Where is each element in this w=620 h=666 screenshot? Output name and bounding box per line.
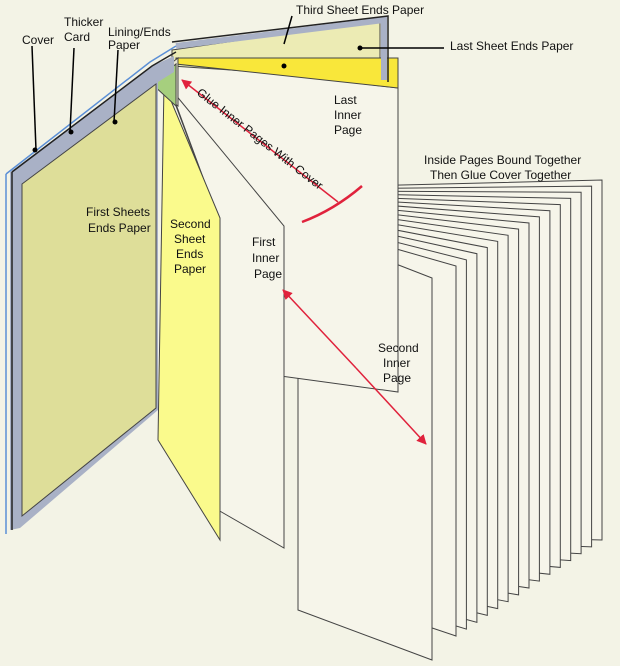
cover-edge-outer [5,45,177,175]
cover-dot [32,147,38,153]
second-inner-page-arrow-b [355,367,427,445]
card-dot [68,129,74,135]
label-first-sheets-2: Ends Paper [88,221,151,235]
label-last-sheet: Last Sheet Ends Paper [450,39,573,53]
third-sheet-dot [281,63,287,69]
label-second-sheet-1: Second [170,217,211,231]
third-sheet-leader [283,15,293,45]
label-second-sheet-3: Ends [176,247,203,261]
second-inner-page-arrow-a [282,289,357,369]
label-first-inner-2: Inner [252,251,279,265]
label-lining-2: Paper [108,38,140,52]
label-second-inner-3: Page [383,371,411,385]
label-second-inner-1: Second [378,341,419,355]
label-third-sheet: Third Sheet Ends Paper [296,3,424,17]
label-second-sheet-2: Sheet [174,232,206,246]
last-sheet-dot [357,45,363,51]
second-sheet-endpaper [157,83,221,542]
back-cover-edge [171,15,389,82]
lining-leader [113,49,119,123]
label-cover: Cover [22,33,54,47]
label-thicker-1: Thicker [64,15,103,29]
label-thicker-2: Card [64,30,90,44]
first-sheets-endpaper [21,83,157,518]
label-first-inner-1: First [252,235,276,249]
thicker-card-leader [69,47,75,133]
label-first-inner-3: Page [254,267,282,281]
label-last-inner-2: Inner [334,108,361,122]
label-first-sheets-1: First Sheets [86,205,150,219]
label-second-sheet-4: Paper [174,262,206,276]
label-inside-pages-1: Inside Pages Bound Together [424,153,581,167]
cover-edge-dark [11,51,177,173]
label-inside-pages-2: Then Glue Cover Together [430,168,571,182]
label-last-inner-3: Page [334,123,362,137]
label-second-inner-2: Inner [383,356,410,370]
label-lining-1: Lining/Ends [108,25,171,39]
cover-leader [31,45,37,151]
glue-arrow [181,79,339,203]
glue-arc [301,185,363,224]
label-last-inner-1: Last [334,93,357,107]
back-cover-card [175,16,387,80]
lining-dot [112,119,118,125]
